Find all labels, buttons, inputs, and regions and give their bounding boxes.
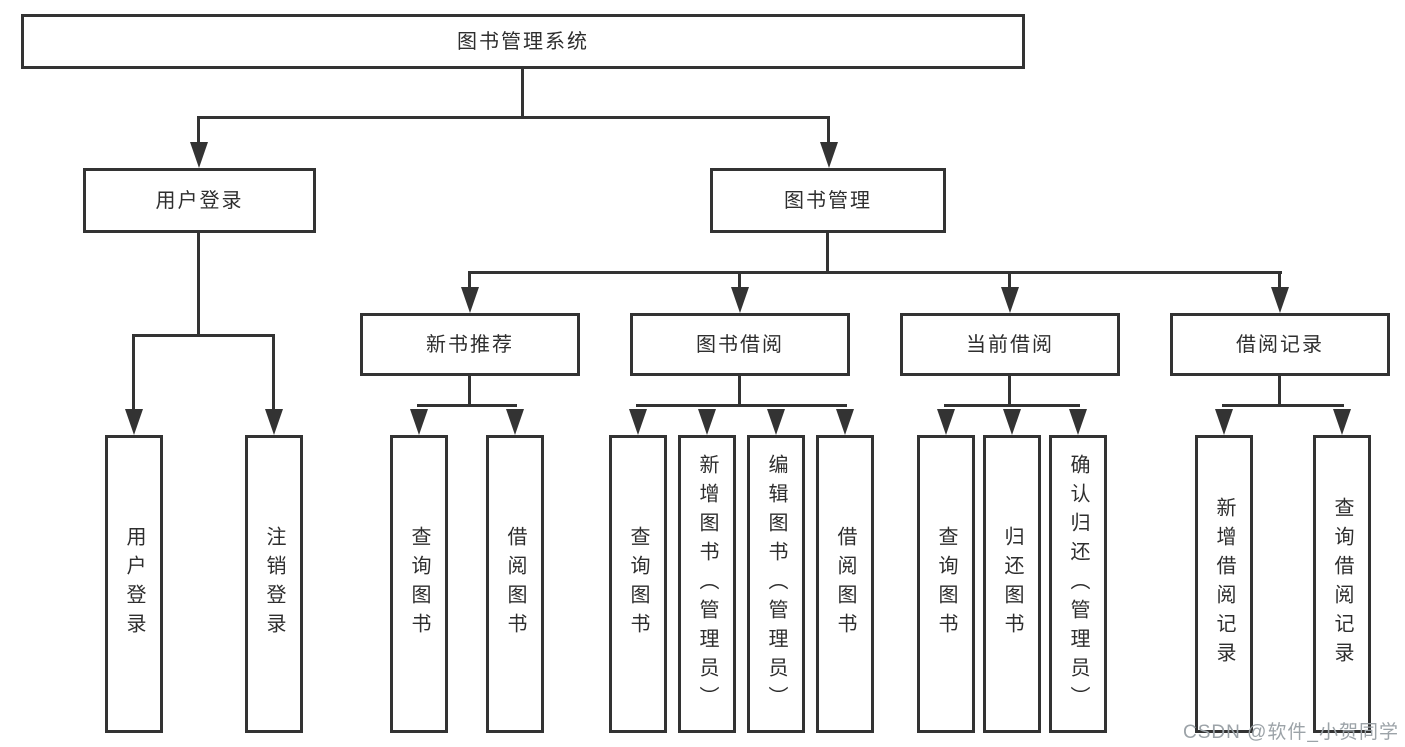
leaf-edit-book-admin: 编辑图书（管理员） [747, 435, 805, 733]
arrow-down-icon [410, 409, 428, 435]
connector-shaft [468, 271, 471, 291]
arrow-down-icon [190, 142, 208, 168]
arrow-down-icon [820, 142, 838, 168]
leaf-query-books-recommend: 查询图书 [390, 435, 448, 733]
node-book-borrowing: 图书借阅 [630, 313, 850, 376]
connector-root-bus [197, 116, 830, 119]
arrow-down-icon [1003, 409, 1021, 435]
node-user-login: 用户登录 [83, 168, 316, 233]
node-borrowing-records: 借阅记录 [1170, 313, 1390, 376]
node-book-management: 图书管理 [710, 168, 946, 233]
connector-shaft [827, 116, 830, 146]
leaf-query-books-borrowing: 查询图书 [609, 435, 667, 733]
connector-bookmgmt-drop [826, 233, 829, 274]
leaf-borrow-books-recommend: 借阅图书 [486, 435, 544, 733]
connector-current-bus [944, 404, 1080, 407]
arrow-down-icon [265, 409, 283, 435]
arrow-down-icon [1215, 409, 1233, 435]
leaf-query-books-current: 查询图书 [917, 435, 975, 733]
connector-userlogin-bus [132, 334, 275, 337]
connector-shaft [1278, 271, 1281, 291]
connector-recommend-bus [417, 404, 517, 407]
leaf-borrow-books-borrowing: 借阅图书 [816, 435, 874, 733]
connector-shaft [132, 334, 135, 414]
connector-records-bus [1222, 404, 1344, 407]
leaf-user-login: 用户登录 [105, 435, 163, 733]
connector-shaft [738, 271, 741, 291]
connector-shaft [197, 116, 200, 146]
connector-current-drop [1008, 376, 1011, 406]
leaf-add-book-admin: 新增图书（管理员） [678, 435, 736, 733]
connector-root-drop [521, 68, 524, 119]
leaf-logout: 注销登录 [245, 435, 303, 733]
connector-records-drop [1278, 376, 1281, 406]
arrow-down-icon [937, 409, 955, 435]
connector-shaft [272, 334, 275, 414]
arrow-down-icon [1001, 287, 1019, 313]
leaf-query-borrow-record: 查询借阅记录 [1313, 435, 1371, 733]
arrow-down-icon [1069, 409, 1087, 435]
connector-recommend-drop [468, 376, 471, 406]
node-current-borrowing: 当前借阅 [900, 313, 1120, 376]
arrow-down-icon [506, 409, 524, 435]
node-new-book-recommend: 新书推荐 [360, 313, 580, 376]
connector-shaft [1008, 271, 1011, 291]
arrow-down-icon [125, 409, 143, 435]
connector-userlogin-drop [197, 233, 200, 337]
arrow-down-icon [1333, 409, 1351, 435]
connector-borrowing-drop [738, 376, 741, 406]
arrow-down-icon [767, 409, 785, 435]
connector-borrowing-bus [636, 404, 847, 407]
connector-bookmgmt-bus [468, 271, 1282, 274]
arrow-down-icon [731, 287, 749, 313]
leaf-confirm-return-admin: 确认归还（管理员） [1049, 435, 1107, 733]
arrow-down-icon [1271, 287, 1289, 313]
watermark: CSDN @软件_小贺同学 [1183, 722, 1399, 743]
arrow-down-icon [836, 409, 854, 435]
leaf-return-books: 归还图书 [983, 435, 1041, 733]
leaf-add-borrow-record: 新增借阅记录 [1195, 435, 1253, 733]
arrow-down-icon [461, 287, 479, 313]
arrow-down-icon [698, 409, 716, 435]
arrow-down-icon [629, 409, 647, 435]
node-library-system: 图书管理系统 [21, 14, 1025, 69]
